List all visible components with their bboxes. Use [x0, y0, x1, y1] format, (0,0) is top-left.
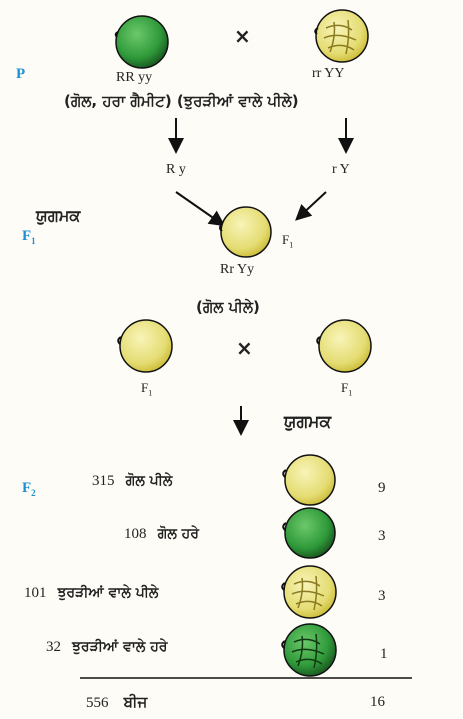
- f2-wrinkled-yellow-seed: [281, 565, 337, 619]
- f2-ratio: 3: [378, 528, 386, 544]
- f1-round-yellow-seed: [219, 206, 272, 258]
- generation-label-f1: F1: [22, 228, 36, 246]
- f1-right-tag-text: F: [341, 380, 349, 395]
- f1-right-tag: F1: [341, 380, 352, 398]
- f1-label: F: [22, 228, 32, 244]
- f1-seed-tag: F1: [282, 232, 293, 250]
- f2-label-sub: 2: [31, 488, 36, 498]
- f1-gamete-label: ਯੁਗਮਕ: [284, 412, 332, 432]
- f2-count: 101: [24, 585, 47, 601]
- f1-label-sub: 1: [31, 236, 36, 246]
- f2-ratio: 9: [378, 480, 386, 496]
- f2-count: 32: [46, 639, 61, 655]
- f2-row: 315 ਗੋਲ ਪੀਲੇ: [92, 470, 172, 490]
- f2-row: 32 ਝੁਰੜੀਆਂ ਵਾਲੇ ਹਰੇ: [46, 636, 167, 656]
- f1-genotype: Rr Yy: [220, 262, 255, 277]
- parent-right-genotype: rr YY: [312, 66, 345, 81]
- generation-label-p: P: [16, 66, 25, 83]
- p-label: P: [16, 66, 26, 82]
- f1-seed-tag-text: F: [282, 232, 290, 247]
- parent-cross-symbol: ×: [234, 24, 251, 48]
- f1-right-seed: [316, 319, 372, 373]
- f1-right-tag-sub: 1: [348, 388, 353, 398]
- gamete-label: ਯੁਗਮਕ: [36, 206, 81, 225]
- f1-caption: (ਗੋਲ ਪੀਲੇ): [196, 298, 260, 316]
- f2-row: 101 ਝੁਰੜੀਆਂ ਵਾਲੇ ਪੀਲੇ: [24, 582, 158, 602]
- f2-round-green-seed: [282, 507, 336, 559]
- f1-left-tag: F1: [141, 380, 152, 398]
- gamete-right: r Y: [332, 162, 350, 177]
- f2-round-yellow-seed: [282, 454, 336, 506]
- arrow-gamete-left: [175, 191, 226, 227]
- f2-phenotype-label: ਝੁਰੜੀਆਂ ਵਾਲੇ ਪੀਲੇ: [57, 585, 159, 601]
- f2-count: 108: [124, 526, 147, 542]
- gamete-left: R y: [166, 162, 186, 177]
- parent-caption: (ਗੋਲ, ਹਰਾ ਗੈਮੀਟ) (ਝੁਰੜੀਆਂ ਵਾਲੇ ਪੀਲੇ): [64, 92, 299, 110]
- generation-label-f2: F2: [22, 480, 36, 498]
- f2-ratio: 3: [378, 588, 386, 604]
- f1-left-seed: [117, 319, 173, 373]
- total-count: 556: [86, 695, 109, 711]
- f1-left-tag-text: F: [141, 380, 149, 395]
- f2-ratio: 1: [380, 646, 388, 662]
- total-label: ਬੀਜ: [123, 693, 148, 711]
- f2-label: F: [22, 480, 32, 496]
- total-ratio: 16: [370, 694, 385, 710]
- total-row: 556 ਬੀਜ: [86, 692, 147, 712]
- f2-count: 315: [92, 473, 115, 489]
- f2-wrinkled-green-seed: [281, 623, 337, 677]
- f2-phenotype-label: ਗੋਲ ਹਰੇ: [157, 526, 199, 542]
- f1-seed-tag-sub: 1: [289, 240, 294, 250]
- arrow-gamete-right: [295, 191, 327, 221]
- f2-row: 108 ਗੋਲ ਹਰੇ: [124, 523, 199, 543]
- parent-wrinkled-yellow-seed: [314, 9, 369, 63]
- f2-phenotype-label: ਝੁਰੜੀਆਂ ਵਾਲੇ ਹਰੇ: [72, 639, 168, 655]
- parent-round-green-seed: [114, 15, 169, 69]
- f1-cross-symbol: ×: [236, 336, 253, 360]
- f2-phenotype-label: ਗੋਲ ਪੀਲੇ: [125, 473, 173, 489]
- f1-left-tag-sub: 1: [148, 388, 153, 398]
- parent-left-genotype: RR yy: [116, 70, 153, 85]
